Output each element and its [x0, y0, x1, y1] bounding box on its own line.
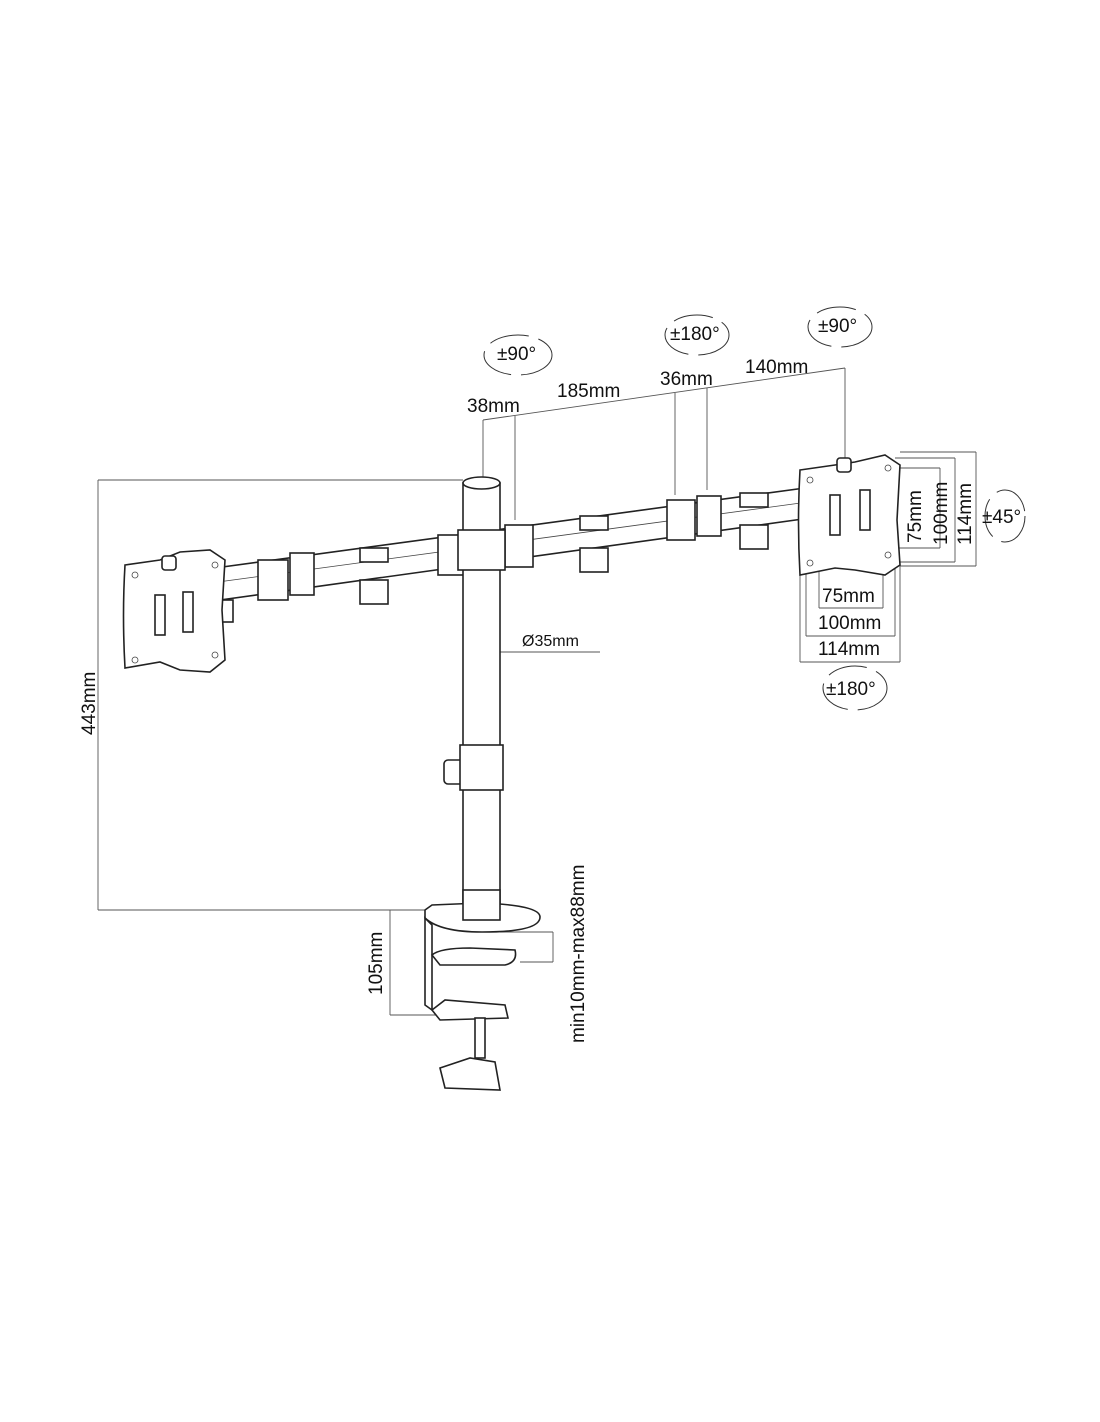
- dim-outer-arm: 140mm: [745, 357, 808, 378]
- dim-desk-thickness: min10mm-max88mm: [568, 865, 589, 1043]
- rotation-arcs: [483, 306, 1026, 711]
- dim-inner-arm: 185mm: [557, 381, 620, 402]
- dim-vesa-v-114: 114mm: [955, 483, 976, 545]
- dim-clamp-height: 105mm: [366, 932, 387, 995]
- desk-clamp: [424, 889, 541, 1091]
- right-vesa-plate: [797, 454, 901, 576]
- dim-vesa-h-75: 75mm: [822, 586, 875, 607]
- dim-vesa-v-75: 75mm: [905, 490, 926, 543]
- dim-pole-diameter: Ø35mm: [522, 633, 579, 650]
- pole: [443, 476, 506, 912]
- dim-vesa-v-100: 100mm: [931, 482, 952, 545]
- rotation-label-middle-joint: ±180°: [670, 324, 720, 345]
- rotation-label-left-joint: ±90°: [497, 344, 536, 365]
- labels: ±90° ±180° ±90° ±45° ±180° 38mm 185mm 36…: [79, 316, 1021, 1043]
- dim-vesa-h-114: 114mm: [818, 639, 880, 660]
- rotation-label-tilt: ±45°: [982, 507, 1021, 528]
- dim-pole-offset: 38mm: [467, 396, 520, 417]
- dim-joint: 36mm: [660, 369, 713, 390]
- rotation-label-right-head: ±90°: [818, 316, 857, 337]
- dimension-lines: [97, 367, 977, 1016]
- dim-pole-height: 443mm: [79, 672, 100, 735]
- dim-vesa-h-100: 100mm: [818, 613, 881, 634]
- left-vesa-plate: [122, 549, 226, 673]
- arm-assembly: [206, 487, 811, 623]
- rotation-label-swivel: ±180°: [826, 679, 876, 700]
